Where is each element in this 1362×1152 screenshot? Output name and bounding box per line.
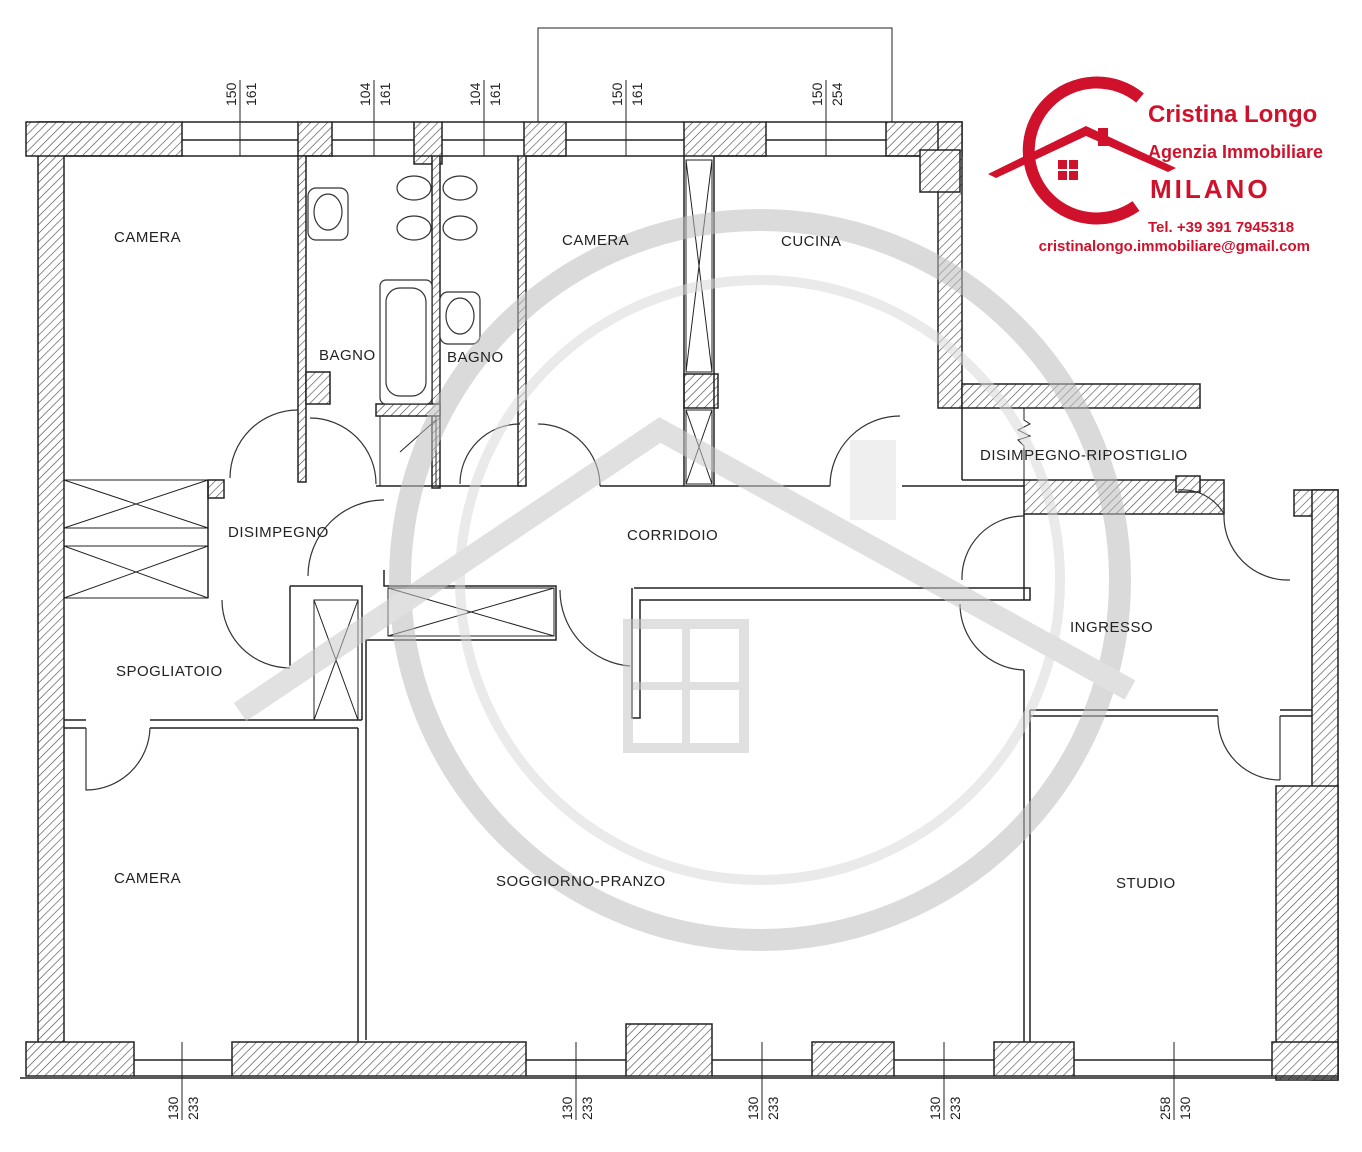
logo-house-roof-icon [988,126,1176,178]
agency-city: MILANO [1150,174,1271,204]
dim-top-4-b: 161 [629,82,645,106]
room-label-camera-2: CAMERA [562,232,629,249]
room-label-disimpegno-ripostiglio: DISIMPEGNO-RIPOSTIGLIO [980,447,1188,464]
bidet-icon [396,215,432,241]
dim-top-4-a: 150 [609,82,625,106]
room-label-bagno-2: BAGNO [447,349,504,366]
room-label-spogliatoio: SPOGLIATOIO [116,663,223,680]
dim-bottom-1-a: 130 [165,1096,181,1120]
room-labels: CAMERA BAGNO BAGNO CAMERA CUCINA DISIMPE… [114,229,1188,892]
room-label-disimpegno: DISIMPEGNO [228,524,329,541]
balcony-outline [537,27,893,122]
agency-logo: Cristina Longo Agenzia Immobiliare MILAN… [988,76,1323,255]
dim-top-1-b: 161 [243,82,259,106]
dim-top-3-b: 161 [487,82,503,106]
dim-top-2-a: 104 [357,82,373,106]
dim-bottom-2-a: 130 [559,1096,575,1120]
watermark [233,209,1136,951]
room-label-camera-3: CAMERA [114,870,181,887]
dim-bottom-4-b: 233 [947,1096,963,1120]
dim-top-3-a: 104 [467,82,483,106]
bathroom-fixtures [307,175,481,405]
dim-bottom-1-b: 233 [185,1096,201,1120]
room-label-corridoio: CORRIDOIO [627,527,718,544]
room-label-studio: STUDIO [1116,875,1176,892]
dim-top-2-b: 161 [377,82,393,106]
agency-name: Cristina Longo [1148,101,1317,128]
agency-email: cristinalongo.immobiliare@gmail.com [1039,238,1310,255]
dim-bottom-5-a: 258 [1157,1096,1173,1120]
toilet-icon-2 [442,175,478,201]
agency-subtitle: Agenzia Immobiliare [1148,142,1323,162]
dimensions-bottom: 130 233 130 233 130 233 130 233 258 130 [165,1042,1193,1120]
room-label-camera-1: CAMERA [114,229,181,246]
dim-bottom-5-b: 130 [1177,1096,1193,1120]
outer-walls [25,121,1339,1081]
dim-bottom-4-a: 130 [927,1096,943,1120]
dim-bottom-2-b: 233 [579,1096,595,1120]
agency-phone: Tel. +39 391 7945318 [1148,219,1294,236]
dimensions-top: 150 161 104 161 104 161 150 161 150 254 [223,80,845,156]
toilet-icon [396,175,432,201]
dim-top-5-a: 150 [809,82,825,106]
room-label-bagno-1: BAGNO [319,347,376,364]
dim-bottom-3-b: 233 [765,1096,781,1120]
interior-walls [63,155,1312,1042]
dim-bottom-3-a: 130 [745,1096,761,1120]
dim-top-5-b: 254 [829,82,845,106]
room-label-ingresso: INGRESSO [1070,619,1153,636]
dim-top-1-a: 150 [223,82,239,106]
bidet-icon-2 [442,215,478,241]
room-label-soggiorno-pranzo: SOGGIORNO-PRANZO [496,873,666,890]
room-label-cucina: CUCINA [781,233,842,250]
logo-c-mark-icon [1022,76,1144,225]
